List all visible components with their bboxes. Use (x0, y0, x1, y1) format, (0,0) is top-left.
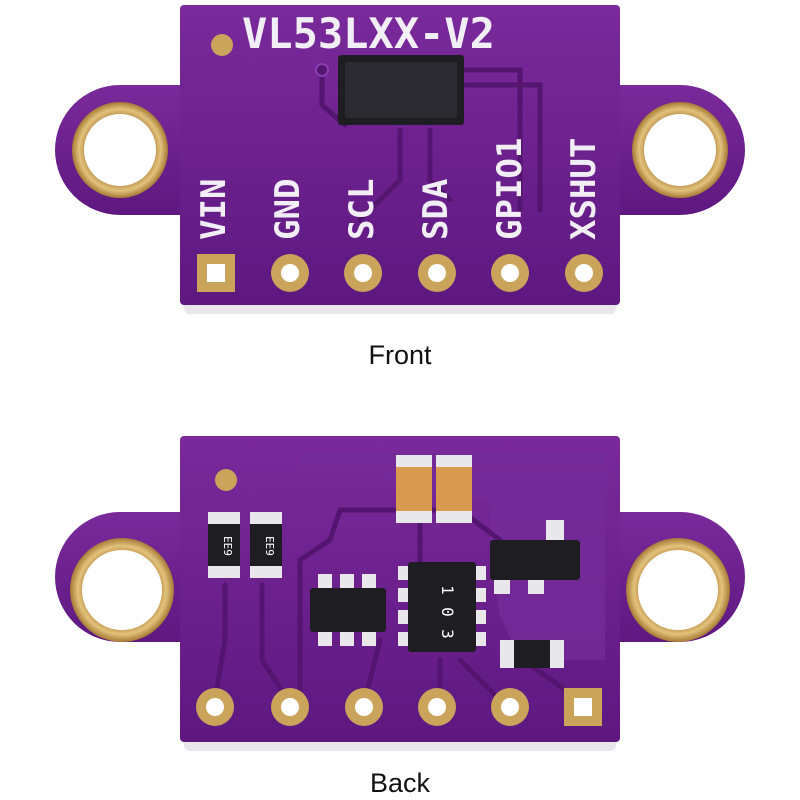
back-resistor-right: EE9 (250, 512, 282, 578)
back-capacitor-2 (436, 455, 472, 523)
front-pad (565, 254, 603, 292)
front-pad (271, 254, 309, 292)
front-board: VL53LXX-V2 VIN GND SCL SDA GPIO1 XSHUT (55, 5, 745, 314)
back-ic-6pin (310, 574, 386, 646)
back-regulator-sot23 (490, 520, 580, 594)
back-copper-pour (300, 452, 605, 660)
back-capacitor-3 (500, 640, 564, 668)
front-pad (344, 254, 382, 292)
back-resistor-left: EE9 (208, 512, 240, 578)
front-pad (418, 254, 456, 292)
back-pad (271, 688, 309, 726)
sensor-chip-top (345, 62, 457, 118)
svg-text:EE9: EE9 (221, 536, 234, 556)
back-left-mounting-hole (70, 538, 174, 642)
back-pad (345, 688, 383, 726)
back-board: EE9 EE9 (0, 0, 745, 751)
back-capacitor-1 (396, 455, 432, 523)
pin-label-scl: SCL (342, 179, 382, 240)
resistor-code: 103 (0, 0, 2, 1)
pin-label-xshut: XSHUT (564, 138, 604, 240)
resistor-code-digit-1: 1 (438, 585, 457, 595)
pin-label-gpio1: GPIO1 (490, 138, 530, 240)
front-via (315, 63, 329, 77)
front-traces (319, 67, 543, 223)
front-pin-pads (197, 254, 603, 292)
svg-text:EE9: EE9 (263, 536, 276, 556)
front-caption: Front (368, 340, 432, 370)
back-pad (491, 688, 529, 726)
resistor-code-digit-3: 3 (438, 629, 457, 639)
front-fiducial (211, 34, 233, 56)
pin-label-sda: SDA (416, 179, 456, 240)
back-traces (212, 507, 583, 703)
back-right-mounting-hole (626, 538, 730, 642)
front-left-mounting-hole (72, 102, 168, 198)
back-pad (418, 688, 456, 726)
back-resistor-network (398, 562, 486, 652)
resistor-code-digit-2: 0 (438, 607, 457, 617)
front-pad (491, 254, 529, 292)
front-right-mounting-hole (632, 102, 728, 198)
pin-label-gnd: GND (268, 179, 308, 240)
back-pad (196, 688, 234, 726)
back-fiducial (215, 469, 237, 491)
pin-label-vin: VIN (194, 179, 234, 240)
back-caption: Back (369, 768, 431, 798)
board-title: VL53LXX-V2 (242, 9, 495, 58)
back-pin-pads (196, 688, 602, 726)
